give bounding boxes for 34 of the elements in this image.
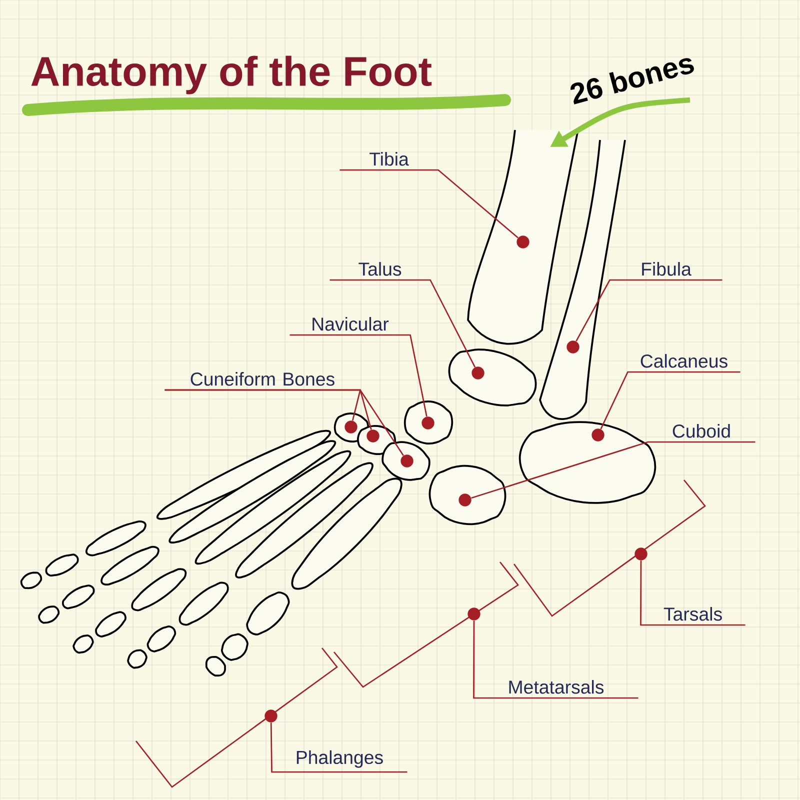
marker-dot (468, 608, 480, 620)
bone-label: Phalanges (296, 750, 383, 768)
leader-line (330, 279, 476, 368)
marker-dot (458, 494, 472, 506)
leader-line (473, 620, 638, 699)
marker-dot (344, 420, 358, 434)
marker-dot (516, 236, 530, 248)
marker-dot (422, 416, 434, 430)
marker-dot (472, 366, 484, 380)
bone-label: Cuneiform Bones (190, 372, 334, 386)
bone-label: Tibia (370, 152, 409, 166)
leader-line (290, 334, 428, 417)
leader-line (471, 441, 756, 499)
annotation-text: 26 bones (570, 58, 694, 104)
leader-line (270, 722, 408, 773)
marker-dot (366, 430, 380, 442)
bone-label: Navicular (312, 317, 389, 331)
bone-label: Tarsals (664, 607, 722, 621)
leader-line (340, 169, 518, 238)
bone-label: Calcaneus (640, 354, 728, 368)
leader-line (640, 560, 746, 626)
bone-label: Fibula (642, 262, 692, 276)
title: Anatomy of the Foot (31, 56, 432, 94)
marker-dot (264, 710, 278, 722)
bone-label: Cuboid (672, 424, 730, 438)
marker-dot (566, 340, 580, 354)
marker-dot (634, 548, 648, 560)
leader-line (600, 371, 740, 430)
bone-label: Metatarsals (509, 680, 604, 694)
marker-dot (592, 428, 604, 442)
bone-label: Talus (358, 262, 402, 276)
leader-line (164, 389, 404, 456)
marker-dot (400, 454, 414, 468)
leader-line (576, 279, 722, 342)
